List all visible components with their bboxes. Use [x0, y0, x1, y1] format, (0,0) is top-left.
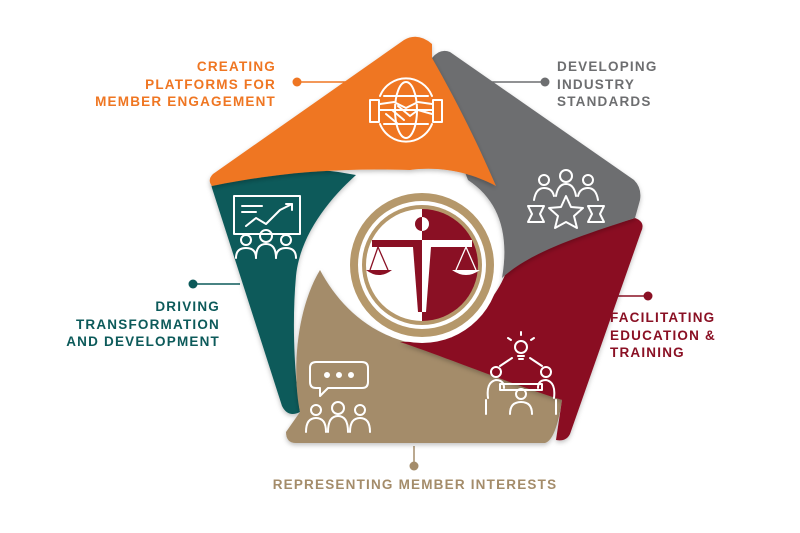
label-line: DRIVING	[155, 299, 220, 314]
connector-dot-interests	[409, 461, 419, 471]
scales-of-justice-icon	[366, 217, 480, 312]
lightbulb-meeting-icon	[485, 331, 557, 415]
label-engagement: CREATING PLATFORMS FOR MEMBER ENGAGEMENT	[95, 58, 276, 111]
connector-dot-transformation	[188, 279, 198, 289]
label-line: REPRESENTING MEMBER INTERESTS	[272, 477, 558, 492]
connector-dot-standards	[540, 77, 550, 87]
segment-teal	[211, 168, 356, 414]
globe-handshake-icon	[369, 77, 443, 143]
connector-dot-engagement	[292, 77, 302, 87]
segment-tan	[286, 270, 562, 443]
label-line: FACILITATING	[610, 310, 716, 325]
label-education: FACILITATING EDUCATION & TRAINING	[610, 309, 716, 362]
center-medallion	[344, 187, 500, 343]
label-line: EDUCATION &	[610, 327, 716, 343]
team-star-icon	[527, 169, 605, 229]
connector-dot-education	[643, 291, 653, 301]
segment-maroon	[400, 218, 643, 441]
label-line: TRAINING	[610, 345, 685, 360]
presentation-chart-icon	[233, 195, 301, 259]
label-transformation: DRIVING TRANSFORMATION AND DEVELOPMENT	[66, 298, 220, 351]
label-standards: DEVELOPING INDUSTRY STANDARDS	[557, 58, 658, 111]
label-interests: REPRESENTING MEMBER INTERESTS	[260, 476, 570, 494]
label-line: STANDARDS	[557, 94, 652, 109]
speech-bubble-group-icon	[305, 361, 371, 433]
label-line: TRANSFORMATION	[75, 316, 220, 332]
label-line: CREATING	[196, 59, 276, 74]
label-line: AND DEVELOPMENT	[66, 334, 220, 349]
label-line: PLATFORMS FOR	[145, 76, 276, 92]
segment-orange	[209, 36, 496, 186]
label-line: MEMBER ENGAGEMENT	[95, 94, 276, 109]
label-line: DEVELOPING	[557, 59, 658, 74]
label-line: INDUSTRY	[557, 76, 636, 92]
